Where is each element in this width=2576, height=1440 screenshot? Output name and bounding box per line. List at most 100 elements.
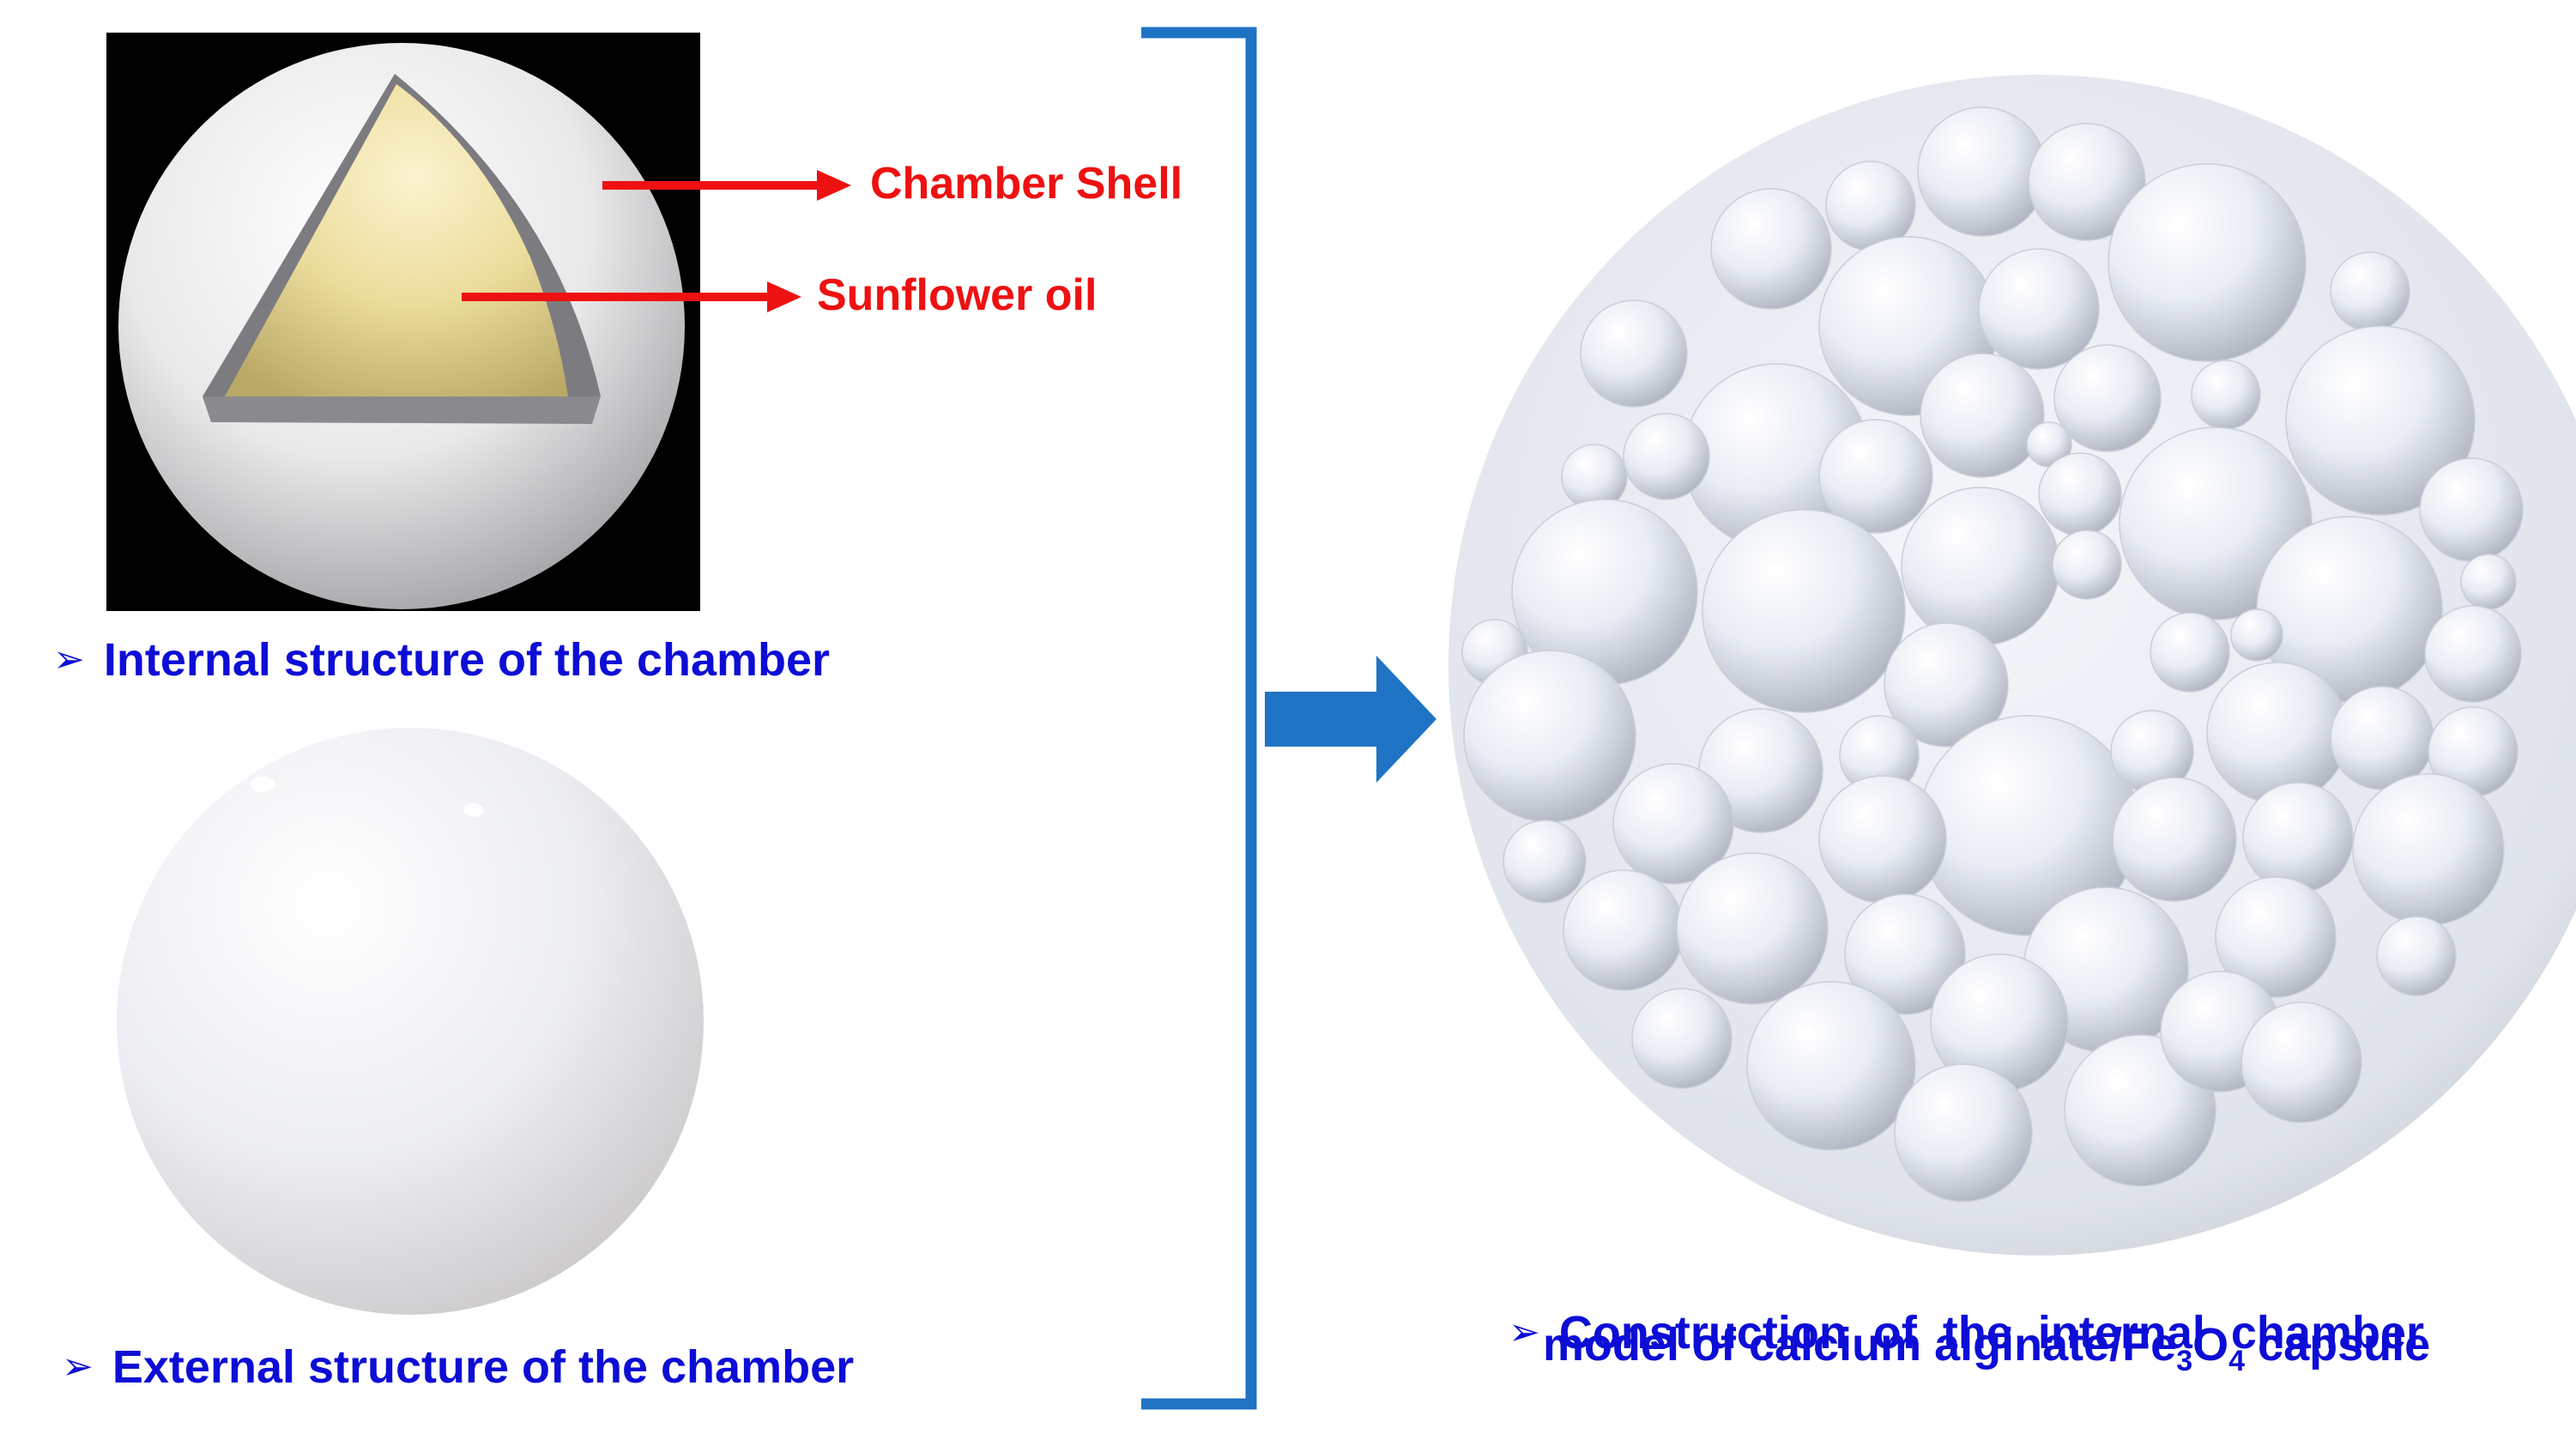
internal-chamber-sphere bbox=[1623, 413, 1710, 500]
external-caption-text: External structure of the chamber bbox=[112, 1341, 855, 1393]
internal-chamber-sphere bbox=[2052, 529, 2122, 600]
cutaway-shell-edge bbox=[203, 396, 601, 424]
shell-pointer-arrow bbox=[602, 170, 851, 201]
internal-structure-caption: ➢Internal structure of the chamber bbox=[53, 633, 830, 687]
sphere-highlight bbox=[2402, 814, 2413, 822]
bullet-arrow-icon: ➢ bbox=[53, 638, 85, 681]
sphere-highlight bbox=[1855, 449, 1865, 456]
internal-chamber-sphere bbox=[1503, 820, 1587, 904]
sphere-highlight bbox=[1744, 413, 1757, 423]
internal-chamber-sphere bbox=[2038, 452, 2122, 536]
internal-chamber-sphere bbox=[1710, 188, 1832, 310]
sphere-highlight bbox=[2478, 568, 2484, 572]
internal-chamber-sphere bbox=[1818, 419, 1933, 534]
sphere-highlight bbox=[1952, 529, 1964, 537]
external-structure-caption: ➢ External structure of the chamber bbox=[62, 1340, 854, 1394]
internal-chamber-sphere bbox=[2230, 608, 2283, 662]
model-caption-line1: Construction of the internal chamber bbox=[1558, 1307, 2424, 1358]
sphere-highlight bbox=[2355, 273, 2362, 277]
sphere-highlight bbox=[2213, 378, 2219, 383]
subscript-3: 3 bbox=[2176, 1344, 2193, 1377]
internal-chamber-sphere bbox=[2424, 605, 2522, 703]
sphere-highlight bbox=[1990, 773, 2006, 785]
sphere-highlight bbox=[2453, 485, 2461, 491]
capsule-model bbox=[1448, 75, 2576, 1255]
sphere-highlight bbox=[1572, 548, 1586, 559]
sphere-highlight bbox=[1975, 990, 1986, 998]
internal-chamber-sphere bbox=[2460, 554, 2517, 610]
sphere-highlight bbox=[1768, 563, 1783, 574]
external-structure-sphere bbox=[117, 728, 704, 1315]
sphere-highlight bbox=[2317, 566, 2331, 576]
internal-chamber-sphere bbox=[1901, 487, 2060, 646]
internal-chamber-sphere bbox=[2330, 686, 2434, 790]
sphere-highlight bbox=[1651, 436, 1658, 441]
sphere-highlight bbox=[2017, 281, 2027, 287]
sphere-highlight bbox=[2199, 1003, 2209, 1010]
sphere-highlight bbox=[1877, 284, 1890, 293]
internal-chamber-sphere bbox=[1818, 775, 1947, 904]
internal-chamber-sphere bbox=[2330, 251, 2410, 332]
sphere-highlight bbox=[1520, 696, 1532, 705]
model-caption: ➢ Construction of the internal chamber bbox=[1483, 1253, 2424, 1359]
sphere-highlight bbox=[2077, 930, 2089, 940]
sphere-highlight bbox=[1865, 736, 1872, 741]
sphere-highlight bbox=[1615, 328, 1623, 335]
internal-chamber-sphere bbox=[1563, 869, 1684, 991]
internal-chambers bbox=[1461, 106, 2524, 1202]
sphere-highlight bbox=[1884, 926, 1893, 933]
oil-pointer-arrow bbox=[462, 281, 801, 312]
sphere-highlight bbox=[2347, 376, 2361, 386]
flow-right-arrow bbox=[1265, 656, 1436, 783]
bullet-arrow-icon: ➢ bbox=[1509, 1311, 1540, 1353]
internal-chamber-sphere bbox=[1917, 106, 2047, 237]
sphere-highlight bbox=[2175, 633, 2182, 638]
internal-chamber-sphere bbox=[2242, 782, 2354, 893]
internal-chamber-sphere bbox=[1463, 650, 1636, 823]
sphere-highlight bbox=[1530, 842, 1536, 847]
internal-chamber-sphere bbox=[2150, 612, 2230, 693]
sphere-highlight bbox=[2172, 215, 2186, 227]
sphere-highlight bbox=[1960, 386, 1969, 393]
sphere-highlight bbox=[1652, 796, 1661, 802]
sphere-highlight bbox=[2254, 909, 2264, 916]
sphere-highlight bbox=[2152, 810, 2162, 817]
sphere-highlight bbox=[2402, 937, 2409, 941]
sphere-highlight bbox=[1801, 1026, 1814, 1035]
model-caption-line2-prefix: model of calcium alginate/Fe bbox=[1543, 1319, 2177, 1370]
sphere-highlight bbox=[2065, 475, 2071, 480]
sphere-highlight bbox=[1483, 637, 1489, 641]
internal-chamber-sphere bbox=[2053, 344, 2162, 452]
internal-chamber-sphere bbox=[2215, 876, 2337, 998]
sphere-highlight bbox=[1750, 221, 1759, 227]
sphere-highlight bbox=[1726, 892, 1737, 901]
sphere-highlight bbox=[2252, 699, 2263, 707]
internal-chamber-sphere bbox=[1920, 353, 2045, 478]
sphere-highlight bbox=[1602, 902, 1612, 909]
internal-chamber-sphere bbox=[1978, 248, 2100, 370]
sphere-highlight bbox=[2089, 372, 2096, 379]
sphere-highlight bbox=[1959, 141, 1969, 148]
sunflower-oil-label: Sunflower oil bbox=[817, 270, 1098, 320]
sphere-highlight bbox=[1854, 185, 1862, 190]
internal-chamber-sphere bbox=[2028, 123, 2146, 241]
sphere-highlight bbox=[2364, 713, 2372, 719]
internal-chamber-sphere bbox=[1580, 299, 1688, 408]
sphere-highlight bbox=[2246, 622, 2252, 626]
internal-structure-render bbox=[106, 33, 700, 611]
sphere-highlight bbox=[1924, 656, 1933, 663]
internal-chamber-sphere bbox=[2285, 325, 2476, 516]
internal-chamber-sphere bbox=[2352, 773, 2505, 926]
sphere-highlight bbox=[2138, 732, 2144, 737]
sphere-highlight bbox=[2456, 631, 2464, 637]
bullet-arrow-icon: ➢ bbox=[62, 1346, 94, 1388]
sphere-highlight bbox=[1582, 462, 1588, 466]
model-caption-line2-suffix: capsule bbox=[2245, 1319, 2431, 1370]
sphere-highlight bbox=[2066, 154, 2075, 160]
internal-chamber-sphere bbox=[1702, 509, 1906, 713]
sphere-highlight bbox=[1664, 1014, 1672, 1020]
internal-chamber-sphere bbox=[2419, 457, 2524, 562]
sphere-highlight bbox=[1939, 1100, 1950, 1108]
internal-chamber-sphere bbox=[1631, 988, 1732, 1089]
